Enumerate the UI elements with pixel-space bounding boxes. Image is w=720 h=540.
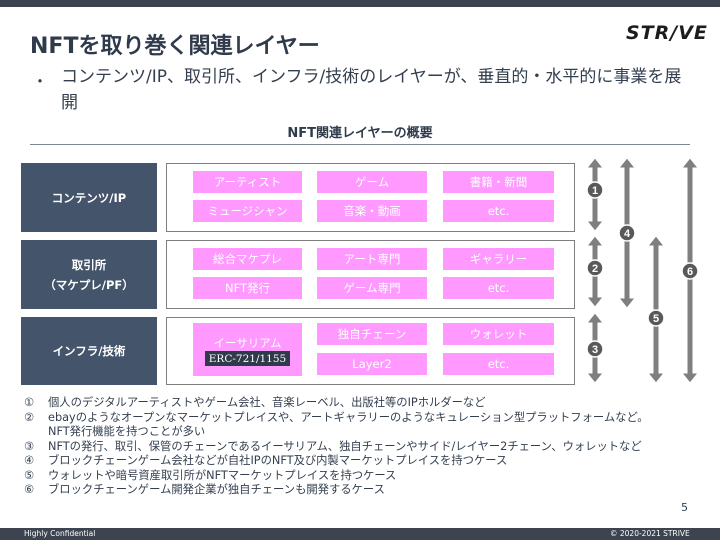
item-pill: etc.	[443, 200, 554, 222]
note-text: 個人のデジタルアーティストやゲーム会社、音楽レーベル、出版社等のIPホルダーなど	[48, 396, 486, 409]
note-text: NFT発行機能を持つことが多い	[48, 425, 206, 438]
note-text: ebayのようなオープンなマーケットプレイスや、アートギャラリーのようなキュレー…	[48, 410, 649, 424]
note-number: ②	[24, 410, 35, 424]
item-pill: ミュージシャン	[193, 200, 302, 222]
note-number: ③	[24, 439, 35, 453]
item-pill: ウォレット	[443, 323, 554, 345]
item-pill: 書籍・新聞	[443, 171, 554, 193]
note-number: ⑥	[24, 483, 35, 496]
ethereum-label: イーサリアム	[213, 336, 282, 350]
item-pill: NFT発行	[193, 277, 302, 299]
item-pill: etc.	[443, 277, 554, 299]
item-pill: アート専門	[317, 248, 427, 270]
note-number	[24, 425, 48, 440]
layer-label-contents: コンテンツ/IP	[21, 163, 157, 232]
arrow-badges	[586, 181, 699, 358]
note-item: ① 個人のデジタルアーティストやゲーム会社、音楽レーベル、出版社等のIPホルダー…	[24, 396, 718, 411]
note-item: ⑤ ウォレットや暗号資産取引所がNFTマーケットプレイスを持つケース	[24, 469, 718, 484]
note-item: NFT発行機能を持つことが多い	[24, 425, 718, 440]
badge-2	[586, 259, 604, 277]
note-text: NFTの発行、取引、保管のチェーンであるイーサリアム、独自チェーンやサイド/レイ…	[48, 439, 642, 453]
erc-standard-label: ERC-721/1155	[205, 351, 290, 366]
item-pill: ギャラリー	[443, 248, 554, 270]
badge-number: 3	[592, 344, 598, 356]
footer-bar	[0, 528, 720, 540]
page-number: 5	[681, 501, 688, 514]
diagram-title: NFT関連レイヤーの概要	[287, 126, 433, 141]
note-item: ③ NFTの発行、取引、保管のチェーンであるイーサリアム、独自チェーンやサイド/…	[24, 440, 718, 455]
confidential-label: Highly Confidential	[24, 529, 96, 538]
badge-number: 5	[653, 313, 659, 325]
note-text: ウォレットや暗号資産取引所がNFTマーケットプレイスを持つケース	[48, 468, 397, 482]
notes-list: ① 個人のデジタルアーティストやゲーム会社、音楽レーベル、出版社等のIPホルダー…	[24, 396, 718, 498]
ethereum-box: イーサリアム ERC-721/1155	[193, 323, 302, 376]
item-pill: 独自チェーン	[317, 323, 427, 345]
slide-title: NFTを取り巻く関連レイヤー	[30, 34, 320, 59]
item-pill: ゲーム専門	[317, 277, 427, 299]
badge-6	[681, 262, 699, 280]
bullet-text: コンテンツ/IP、取引所、インフラ/技術のレイヤーが、垂直的・水平的に事業を展開	[61, 67, 682, 113]
note-number: ①	[24, 396, 35, 409]
item-pill: 音楽・動画	[317, 200, 427, 222]
badge-1	[586, 181, 604, 199]
item-pill: アーティスト	[193, 171, 302, 193]
badge-number: 2	[592, 263, 598, 275]
badge-5	[647, 309, 665, 327]
item-pill: ゲーム	[317, 171, 427, 193]
note-item: ⑥ ブロックチェーンゲーム開発企業が独自チェーンも開発するケース	[24, 483, 718, 498]
layer-label-text: 取引所	[71, 257, 107, 272]
item-pill: Layer2	[317, 353, 427, 375]
note-item: ② ebayのようなオープンなマーケットプレイスや、アートギャラリーのようなキュ…	[24, 411, 718, 426]
note-number: ④	[24, 454, 35, 467]
layer-label-exchange: 取引所 （マケプレ/PF）	[21, 240, 157, 309]
diagram-divider	[30, 144, 690, 145]
layer-label-text: コンテンツ/IP	[51, 190, 127, 205]
layer-label-text: インフラ/技術	[52, 344, 126, 358]
strive-logo: STR/VE	[626, 22, 708, 44]
badge-number: 1	[592, 185, 598, 197]
note-text: ブロックチェーンゲーム会社などが自社IPのNFT及び内製マーケットプレイスを持つ…	[48, 454, 508, 467]
badge-4	[618, 224, 636, 242]
note-number: ⑤	[24, 468, 35, 482]
item-pill: 総合マケプレ	[193, 248, 302, 270]
layer-label-infra: インフラ/技術	[21, 317, 157, 385]
badge-number: 6	[687, 266, 693, 278]
copyright-label: © 2020-2021 STRIVE	[610, 529, 690, 538]
top-bar	[0, 0, 720, 7]
badge-3	[586, 340, 604, 358]
note-text: ブロックチェーンゲーム開発企業が独自チェーンも開発するケース	[48, 483, 385, 496]
badge-number: 4	[624, 228, 631, 240]
note-item: ④ ブロックチェーンゲーム会社などが自社IPのNFT及び内製マーケットプレイスを…	[24, 454, 718, 469]
bullet-marker: ・	[32, 72, 49, 91]
item-pill: etc.	[443, 353, 554, 375]
layer-label-subtext: （マケプレ/PF）	[44, 277, 134, 292]
